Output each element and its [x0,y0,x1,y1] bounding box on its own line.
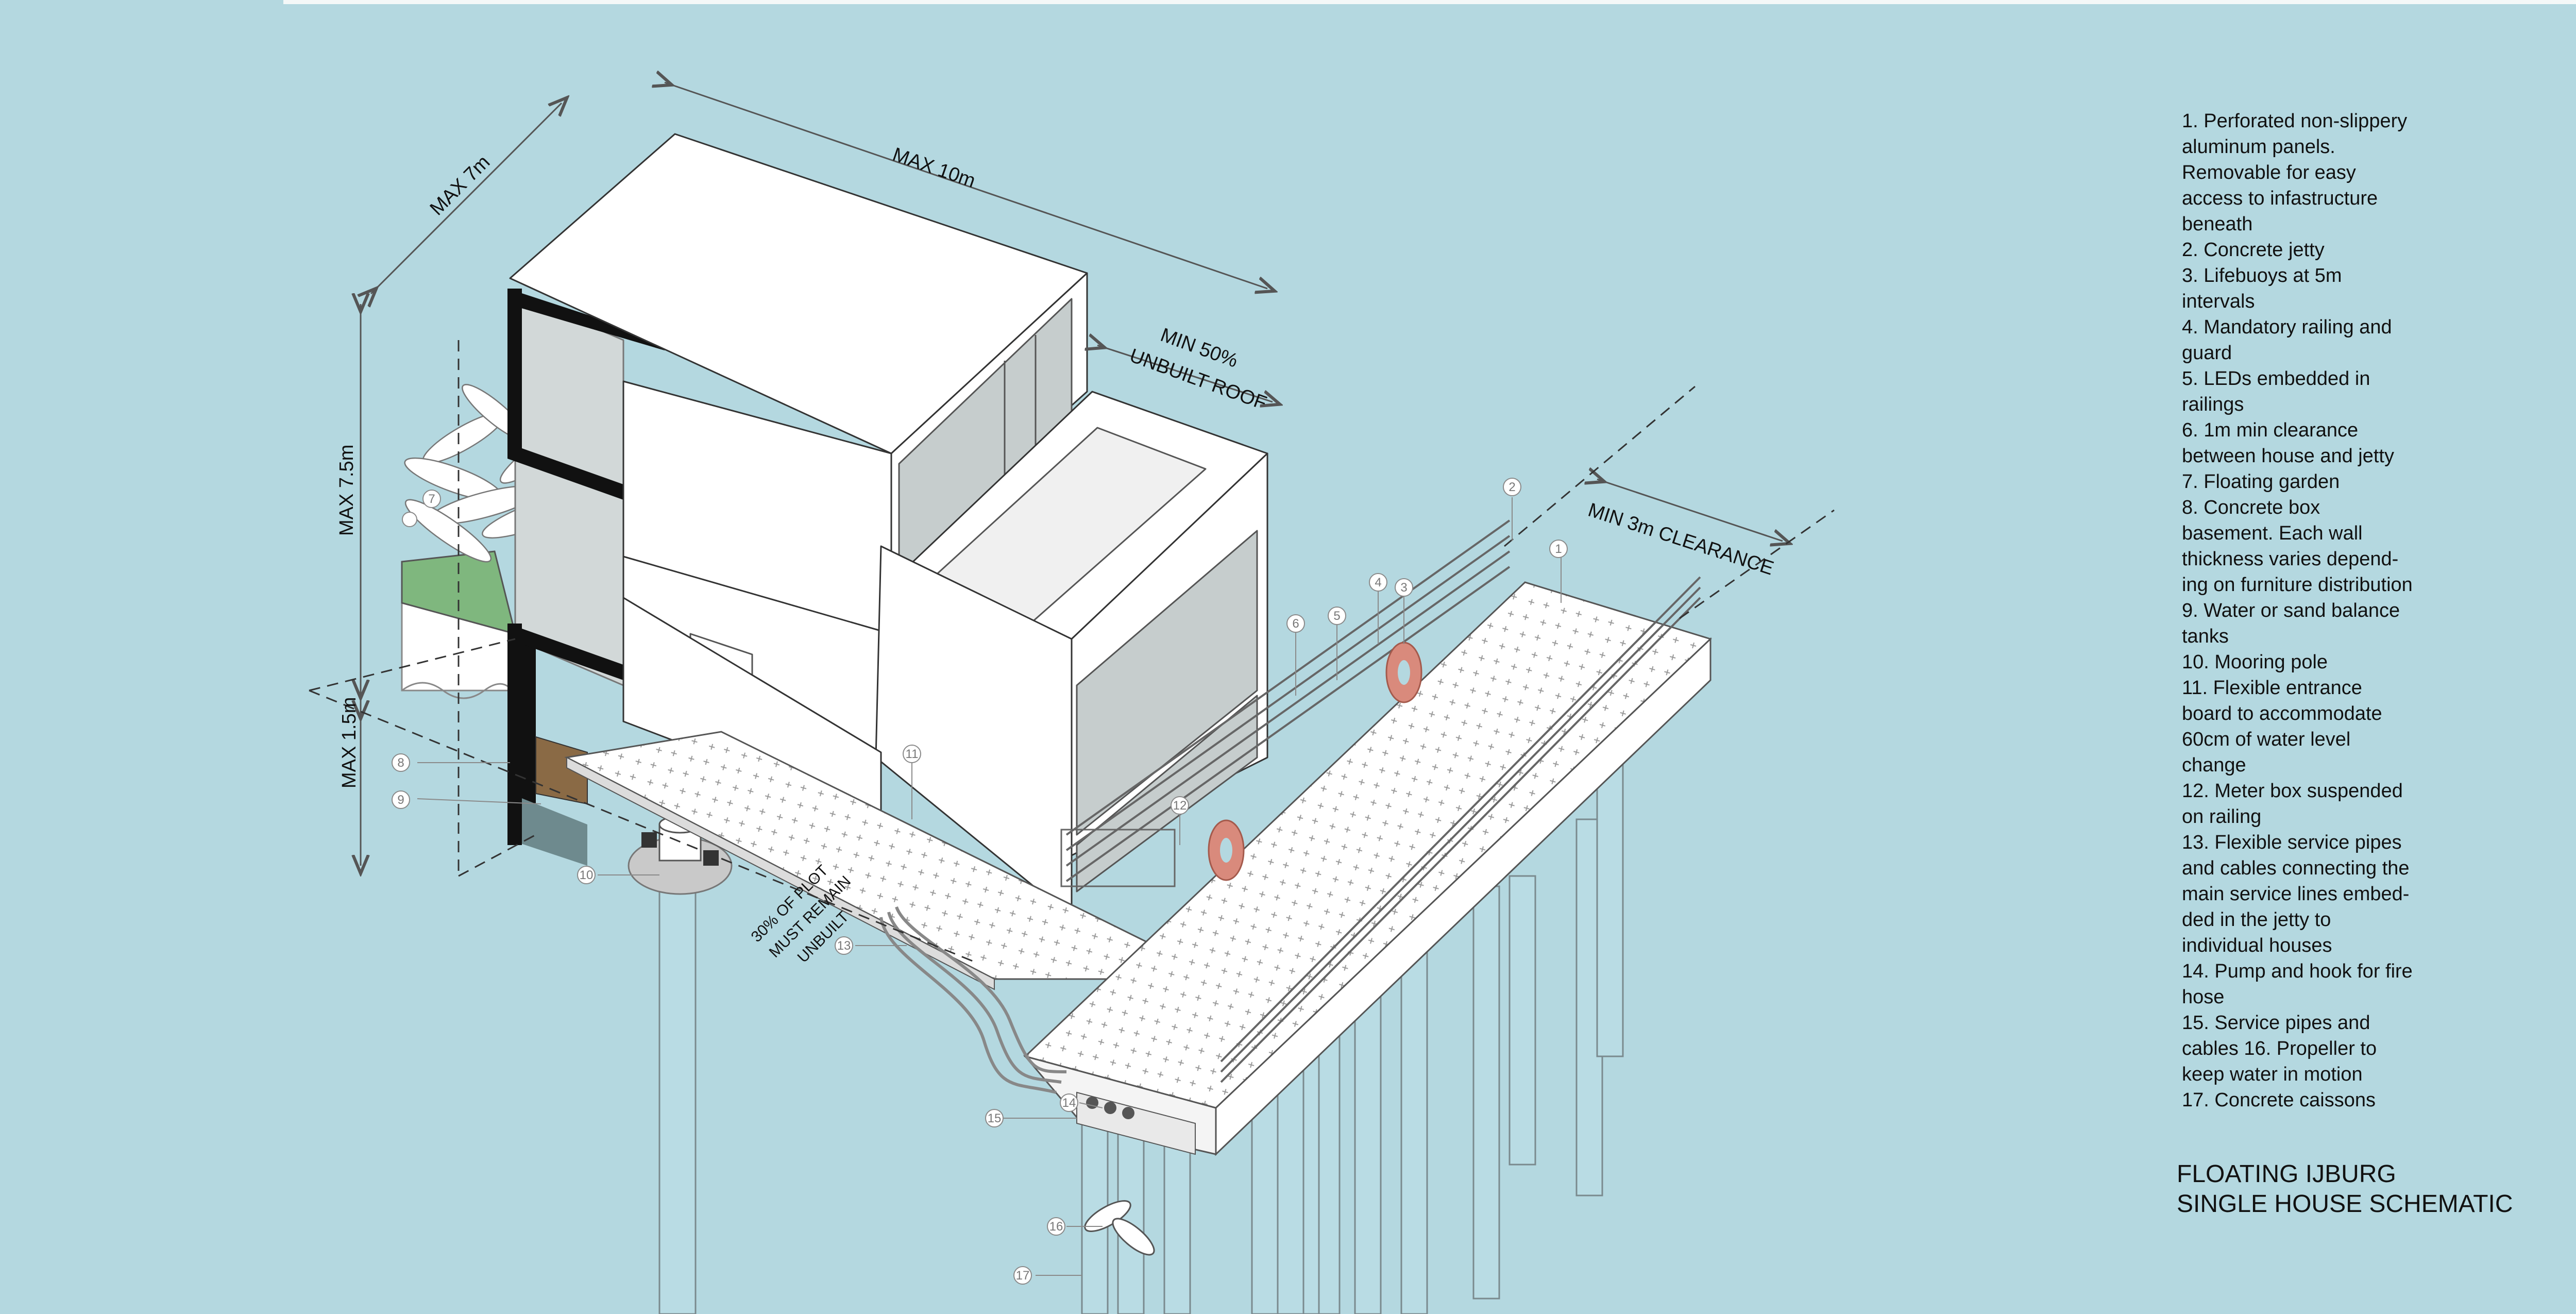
service-pipes [879,906,1067,1094]
callout-4: 4 [1369,573,1387,592]
note-line: beneath [2182,213,2253,235]
note-line: 2. Concrete jetty [2182,239,2325,261]
callout-16: 16 [1047,1217,1065,1236]
callout-15: 15 [985,1109,1004,1127]
note-line: 10. Mooring pole [2182,651,2328,673]
dim-max-1-5m: MAX 1.5m [338,697,360,788]
callout-number: 3 [1400,581,1407,595]
note-line: railings [2182,394,2244,415]
note-line: 7. Floating garden [2182,471,2340,493]
note-line: hose [2182,986,2225,1008]
note-line: on railing [2182,806,2262,828]
note-line: 14. Pump and hook for fire [2182,961,2413,982]
callout-5: 5 [1328,607,1346,625]
note-line: basement. Each wall [2182,523,2363,544]
note-line: 13. Flexible service pipes [2182,832,2402,853]
callout-number: 15 [988,1111,1002,1125]
note-line: tanks [2182,626,2229,647]
callout-number: 6 [1292,617,1299,631]
house-volume [507,133,1268,918]
callout-number: 8 [397,756,404,770]
note-line: 9. Water or sand balance [2182,600,2400,621]
title-line-1: FLOATING IJBURG [2177,1160,2396,1188]
note-line: 3. Lifebuoys at 5m [2182,265,2342,287]
note-line: 12. Meter box suspended [2182,780,2403,802]
callout-14: 14 [1060,1093,1078,1112]
note-line: intervals [2182,291,2255,312]
note-line: ded in the jetty to [2182,909,2331,931]
note-line: aluminum panels. [2182,136,2335,158]
callout-number: 7 [428,492,435,506]
note-line: change [2182,754,2246,776]
note-line: individual houses [2182,935,2332,956]
note-line: Removable for easy [2182,162,2356,183]
callout-10: 10 [577,866,596,884]
note-line: 4. Mandatory railing and [2182,316,2392,338]
note-line: cables 16. Propeller to [2182,1038,2377,1059]
callout-leaders [417,497,1562,1276]
dashed-guides [309,340,1835,965]
callout-number: 12 [1173,799,1187,813]
callout-8: 8 [392,753,410,772]
callout-number: 10 [580,868,594,882]
dim-clearance: MIN 3m CLEARANCE [1585,499,1776,580]
callout-number: 17 [1016,1269,1030,1283]
dimension-lines [361,82,1783,866]
note-line: 60cm of water level [2182,729,2351,750]
note-line: board to accommodate [2182,703,2382,725]
note-line: thickness varies depend- [2182,548,2399,570]
callout-number: 14 [1062,1096,1076,1110]
note-line: 15. Service pipes and [2182,1012,2370,1034]
note-line: 11. Flexible entrance [2182,677,2362,699]
note-line: ing on furniture distribution [2182,574,2413,596]
note-line: 6. 1m min clearance [2182,419,2359,441]
callout-1: 1 [1549,540,1568,558]
callout-number: 13 [837,939,851,953]
dim-max-10m: MAX 10m [890,144,978,192]
note-line: and cables connecting the [2182,857,2410,879]
callout-11: 11 [903,745,921,763]
callout-3: 3 [1395,578,1413,597]
note-line: keep water in motion [2182,1064,2363,1085]
callout-17: 17 [1013,1266,1032,1285]
callout-12: 12 [1171,796,1189,815]
dim-max-7m: MAX 7m [426,151,495,220]
callout-number: 1 [1555,542,1562,556]
callout-number: 11 [906,747,919,761]
callout-number: 5 [1333,609,1340,623]
callout-number: 4 [1375,576,1381,589]
callout-9: 9 [392,790,410,809]
note-line: 1. Perforated non-slippery [2182,110,2408,132]
note-line: between house and jetty [2182,445,2394,467]
title-line-2: SINGLE HOUSE SCHEMATIC [2177,1190,2513,1218]
notes-list: 1. Perforated non-slippery aluminum panel… [2182,108,2470,1113]
note-line: access to infastructure [2182,188,2378,209]
note-line: 8. Concrete box [2182,497,2320,518]
concrete-jetty [1023,519,1712,1256]
note-line: guard [2182,342,2232,364]
drawing-title: FLOATING IJBURG SINGLE HOUSE SCHEMATIC [2177,1159,2537,1219]
propeller [1084,1200,1155,1256]
callout-7: 7 [422,490,441,508]
callout-number: 9 [397,793,404,807]
callout-number: 16 [1049,1220,1063,1234]
callout-6: 6 [1286,614,1305,633]
note-line: 5. LEDs embedded in [2182,368,2370,390]
dim-max-7-5m: MAX 7.5m [336,445,358,536]
callout-2: 2 [1503,478,1521,496]
top-border-line [283,0,2576,4]
note-line: 17. Concrete caissons [2182,1089,2376,1111]
note-line: main service lines embed- [2182,883,2410,905]
callout-number: 2 [1509,480,1515,494]
callout-13: 13 [835,936,853,955]
